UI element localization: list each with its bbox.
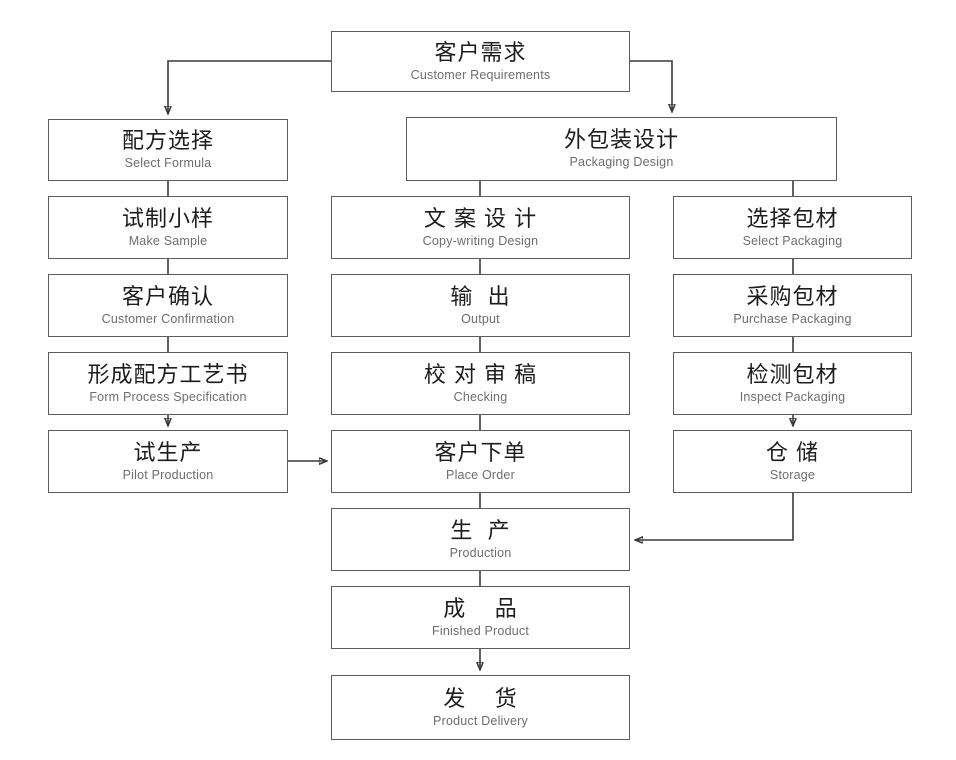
node-label-cn: 发 货 xyxy=(443,685,518,711)
node-label-en: Pilot Production xyxy=(122,467,214,482)
node-label-cn: 客户需求 xyxy=(434,39,527,65)
node-label-en: Product Delivery xyxy=(433,713,528,728)
node-label-en: Customer Requirements xyxy=(410,67,551,82)
node-output[interactable]: 输 出 Output xyxy=(331,274,630,337)
node-make-sample[interactable]: 试制小样 Make Sample xyxy=(48,196,288,259)
node-label-cn: 客户下单 xyxy=(434,439,527,465)
node-label-en: Packaging Design xyxy=(569,155,674,170)
node-label-en: Copy-writing Design xyxy=(422,233,539,248)
node-label-cn: 检测包材 xyxy=(746,361,839,387)
node-finished-product[interactable]: 成 品 Finished Product xyxy=(331,586,630,649)
node-label-cn: 客户确认 xyxy=(121,283,214,309)
node-label-cn: 成 品 xyxy=(443,595,518,621)
node-customer-requirements[interactable]: 客户需求 Customer Requirements xyxy=(331,31,630,92)
node-select-formula[interactable]: 配方选择 Select Formula xyxy=(48,119,288,181)
node-label-cn: 配方选择 xyxy=(121,128,214,154)
node-label-cn: 文 案 设 计 xyxy=(423,205,538,231)
node-label-en: Customer Confirmation xyxy=(101,311,235,326)
node-inspect-packaging[interactable]: 检测包材 Inspect Packaging xyxy=(673,352,912,415)
node-label-en: Finished Product xyxy=(432,623,529,638)
node-label-en: Storage xyxy=(769,467,816,482)
node-form-process-specification[interactable]: 形成配方工艺书 Form Process Specification xyxy=(48,352,288,415)
node-storage[interactable]: 仓 储 Storage xyxy=(673,430,912,493)
node-select-packaging[interactable]: 选择包材 Select Packaging xyxy=(673,196,912,259)
node-label-en: Select Formula xyxy=(124,156,212,171)
link-storage-to-production xyxy=(636,493,794,540)
link-requirements-to-packaging xyxy=(630,60,672,111)
node-label-en: Output xyxy=(461,311,500,326)
node-label-en: Inspect Packaging xyxy=(739,389,846,404)
node-label-en: Place Order xyxy=(446,467,515,482)
node-label-en: Form Process Specification xyxy=(89,389,247,404)
node-label-cn: 试制小样 xyxy=(121,205,214,231)
node-label-cn: 外包装设计 xyxy=(563,127,679,153)
node-pilot-production[interactable]: 试生产 Pilot Production xyxy=(48,430,288,493)
node-copywriting-design[interactable]: 文 案 设 计 Copy-writing Design xyxy=(331,196,630,259)
node-place-order[interactable]: 客户下单 Place Order xyxy=(331,430,630,493)
node-label-cn: 选择包材 xyxy=(746,205,839,231)
node-label-en: Checking xyxy=(453,389,508,404)
node-packaging-design[interactable]: 外包装设计 Packaging Design xyxy=(406,117,837,181)
node-product-delivery[interactable]: 发 货 Product Delivery xyxy=(331,675,630,740)
node-checking[interactable]: 校 对 审 稿 Checking xyxy=(331,352,630,415)
node-label-cn: 校 对 审 稿 xyxy=(423,361,538,387)
node-label-cn: 试生产 xyxy=(133,439,203,465)
node-production[interactable]: 生 产 Production xyxy=(331,508,630,571)
node-label-cn: 采购包材 xyxy=(746,283,839,309)
node-purchase-packaging[interactable]: 采购包材 Purchase Packaging xyxy=(673,274,912,337)
node-label-en: Production xyxy=(449,545,512,560)
node-customer-confirmation[interactable]: 客户确认 Customer Confirmation xyxy=(48,274,288,337)
node-label-cn: 形成配方工艺书 xyxy=(87,361,249,387)
node-label-en: Make Sample xyxy=(128,233,208,248)
node-label-cn: 输 出 xyxy=(450,283,511,309)
node-label-cn: 生 产 xyxy=(450,517,511,543)
node-label-cn: 仓 储 xyxy=(765,439,820,465)
node-label-en: Select Packaging xyxy=(742,233,843,248)
node-label-en: Purchase Packaging xyxy=(733,311,852,326)
link-requirements-to-formula xyxy=(168,60,331,113)
